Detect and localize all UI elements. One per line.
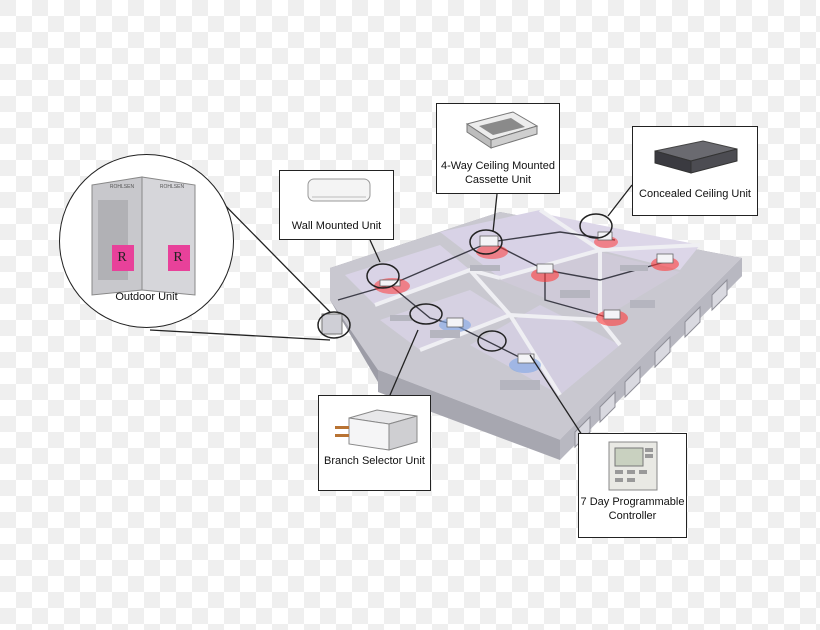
room-lower-right bbox=[470, 305, 620, 395]
wall-unit-illustration bbox=[307, 178, 371, 202]
cassette-unit-label: 4-Way Ceiling Mounted Cassette Unit bbox=[437, 159, 559, 187]
outdoor-unit-illustration: R R ROHLSEN ROHLSEN bbox=[91, 176, 196, 296]
branch-selector-unit-label: Branch Selector Unit bbox=[324, 455, 425, 467]
wall-mounted-unit-label: Wall Mounted Unit bbox=[291, 220, 382, 232]
controller-label-line1: 7 Day Programmable bbox=[580, 496, 685, 508]
outdoor-panel-letter-right: R bbox=[173, 250, 183, 265]
cassette-label-line2: Cassette Unit bbox=[464, 174, 532, 186]
outdoor-panel-letter-left: R bbox=[117, 250, 127, 265]
wall-mounted-unit-callout: Wall Mounted Unit bbox=[279, 170, 394, 240]
outdoor-unit-label: Outdoor Unit bbox=[115, 291, 178, 303]
branch-selector-illustration bbox=[335, 409, 418, 451]
concealed-ceiling-unit-label: Concealed Ceiling Unit bbox=[639, 188, 751, 200]
outdoor-brand-left: ROHLSEN bbox=[110, 184, 135, 190]
concealed-unit-illustration bbox=[654, 140, 738, 174]
controller-illustration bbox=[608, 441, 658, 491]
furniture bbox=[390, 265, 655, 390]
room-wall-mounted bbox=[345, 245, 470, 305]
cassette-label-line1: 4-Way Ceiling Mounted bbox=[441, 160, 555, 172]
outdoor-unit-on-site bbox=[321, 313, 343, 335]
outdoor-unit-callout: R R ROHLSEN ROHLSEN Outdoor Unit bbox=[59, 154, 234, 328]
cassette-unit-callout: 4-Way Ceiling Mounted Cassette Unit bbox=[436, 103, 560, 194]
concealed-ceiling-unit-callout: Concealed Ceiling Unit bbox=[632, 126, 758, 216]
outdoor-brand-right: ROHLSEN bbox=[160, 184, 185, 190]
controller-label-line2: Controller bbox=[608, 510, 657, 522]
programmable-controller-label: 7 Day Programmable Controller bbox=[579, 495, 686, 523]
cassette-unit-illustration bbox=[465, 111, 539, 149]
programmable-controller-callout: 7 Day Programmable Controller bbox=[578, 433, 687, 538]
front-wall-left bbox=[378, 370, 560, 460]
branch-selector-unit-callout: Branch Selector Unit bbox=[318, 395, 431, 491]
callout-markers bbox=[317, 213, 613, 352]
leader-lines bbox=[149, 184, 633, 436]
windows-right-wall bbox=[574, 278, 728, 449]
